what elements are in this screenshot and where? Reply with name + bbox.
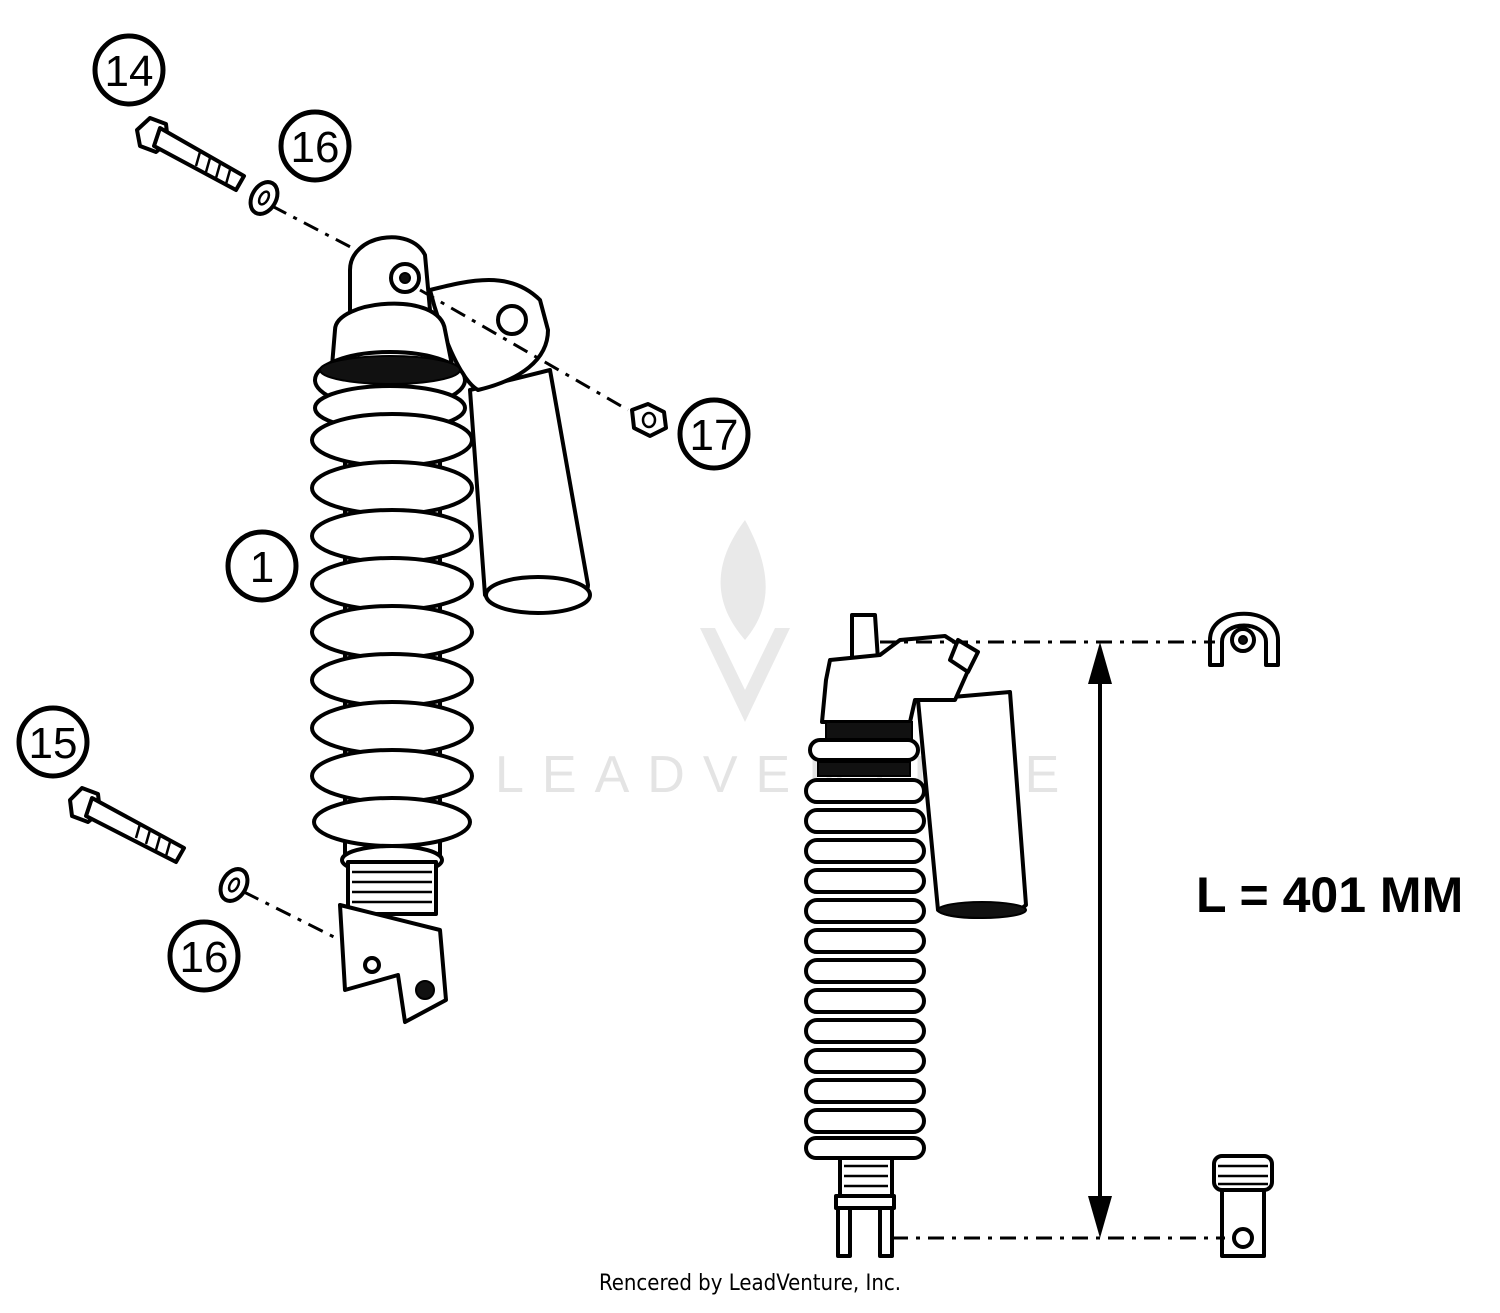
callout-16-bottom-label: 16 [180,933,229,982]
axis-line-bottom [243,890,341,942]
axis-line-nut [419,288,629,412]
callout-14: 14 [92,33,166,107]
coil-spring [310,412,474,848]
coil-spring-side [804,738,926,1160]
flame-v-logo [700,520,790,722]
callout-17-label: 17 [690,411,739,460]
length-measurement: L = 401 MM [1196,867,1463,923]
washer-16-bottom [218,867,250,903]
axis-line-top [271,204,361,254]
bolt-15 [68,786,186,864]
shock-absorber-main [310,235,592,1024]
callout-15-label: 15 [29,719,78,768]
render-credit: Rencered by LeadVenture, Inc. [599,1271,901,1296]
washer-16-top [248,180,280,216]
callout-16-top: 16 [278,109,352,183]
dimension-lines [880,640,1225,1240]
bottom-eye-detail [1212,1154,1274,1258]
callout-1: 1 [225,529,299,603]
shock-absorber-side-view [804,613,1028,1258]
callout-1-label: 1 [250,543,274,592]
callout-16-top-label: 16 [291,123,340,172]
callout-14-label: 14 [105,47,154,96]
top-eye-detail [1208,611,1280,667]
bolt-14 [135,116,246,192]
callout-16-bottom: 16 [167,919,241,993]
callout-15: 15 [16,705,90,779]
nut-17 [630,402,668,438]
callout-17: 17 [677,397,751,471]
